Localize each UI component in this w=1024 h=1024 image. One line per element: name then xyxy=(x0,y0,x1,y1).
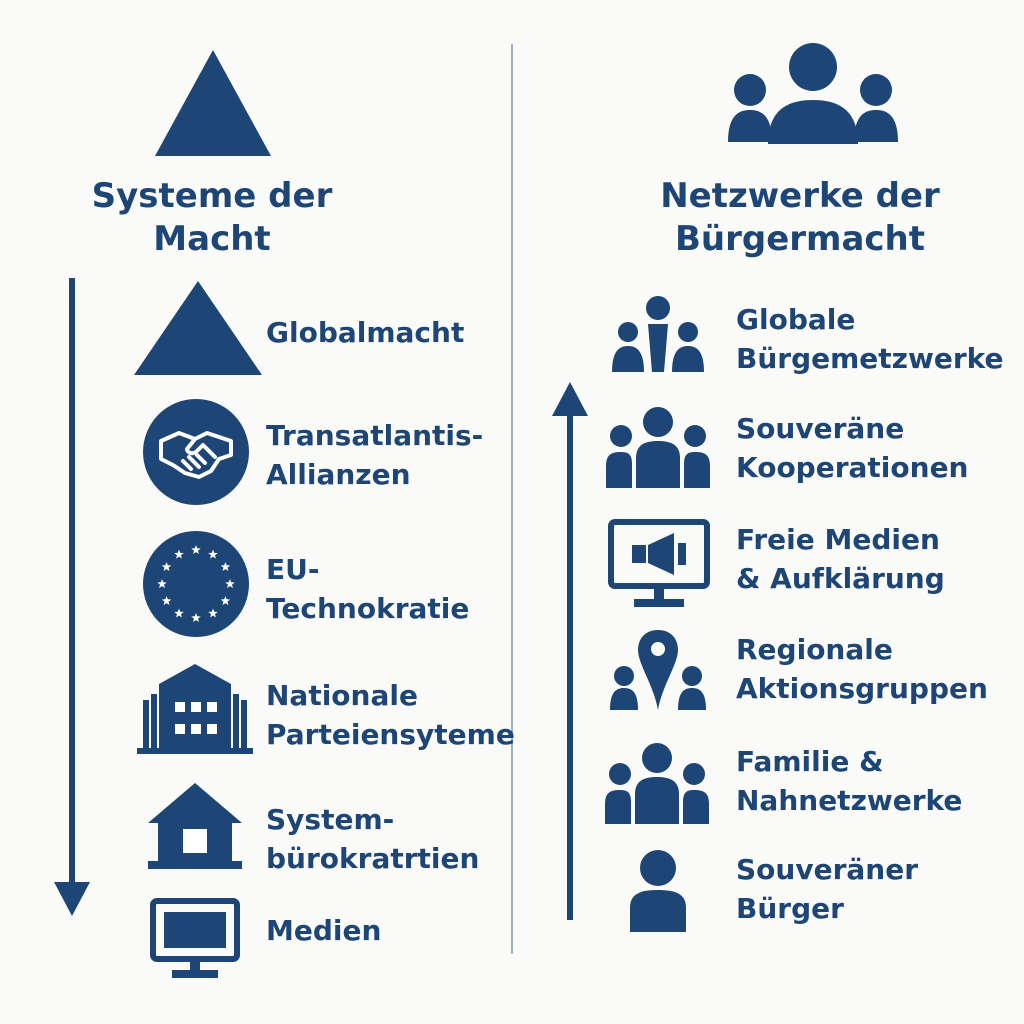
eu-star xyxy=(208,549,218,559)
people-group-icon xyxy=(728,43,898,144)
left-title-line2: Macht xyxy=(153,219,271,259)
eu-star xyxy=(174,608,184,618)
right-column-title: Netzwerke der Bürgermacht xyxy=(640,175,960,261)
left-item-medien: Medien xyxy=(266,914,382,947)
eu-star xyxy=(174,549,184,559)
right-item-familie: Familie & Nahnetzwerke xyxy=(736,745,963,817)
left-title-line1: Systeme der xyxy=(91,176,333,216)
eu-star xyxy=(191,613,201,623)
right-item-freie-medien: Freie Medien & Aufklärung xyxy=(736,523,945,595)
eu-star xyxy=(225,579,235,589)
eu-star xyxy=(157,579,167,589)
center-divider xyxy=(511,44,513,954)
family-icon xyxy=(605,743,709,824)
left-item-parteien: Nationale Parteiensyteme xyxy=(266,679,515,751)
arrow-down-icon xyxy=(54,278,90,916)
people-network-icon xyxy=(612,296,704,372)
right-title-line2: Bürgermacht xyxy=(674,219,926,259)
eu-stars-icon xyxy=(143,531,249,637)
monitor-icon xyxy=(150,898,240,978)
right-item-regionale: Regionale Aktionsgruppen xyxy=(736,633,988,705)
right-title-line1: Netzwerke der xyxy=(660,176,940,216)
right-item-globale: Globale Bürgemetzwerke xyxy=(736,303,1004,375)
left-item-eu: EU- Technokratie xyxy=(266,553,470,625)
location-people-icon xyxy=(610,630,706,710)
handshake-icon xyxy=(143,399,249,505)
eu-star xyxy=(191,545,201,555)
eu-star xyxy=(161,562,172,572)
people-group-icon xyxy=(606,407,710,488)
house-icon xyxy=(148,783,242,869)
left-item-globalmacht: Globalmacht xyxy=(266,316,465,349)
eu-star xyxy=(220,596,231,606)
arrow-up-icon xyxy=(552,382,588,920)
right-item-souveraener-buerger: Souveräner Bürger xyxy=(736,853,919,925)
eu-star xyxy=(208,608,218,618)
triangle-icon xyxy=(155,50,271,156)
eu-star xyxy=(161,596,172,606)
left-column-title: Systeme der Macht xyxy=(72,175,352,261)
left-item-transatlantis: Transatlantis- Allianzen xyxy=(266,419,484,491)
government-building-icon xyxy=(137,664,253,754)
right-item-kooperationen: Souveräne Kooperationen xyxy=(736,412,969,484)
eu-star xyxy=(220,562,231,572)
monitor-megaphone-icon xyxy=(608,519,710,607)
person-icon xyxy=(630,850,686,932)
left-item-buerokratie: System- bürokratrtien xyxy=(266,803,480,875)
triangle-icon xyxy=(134,281,262,375)
